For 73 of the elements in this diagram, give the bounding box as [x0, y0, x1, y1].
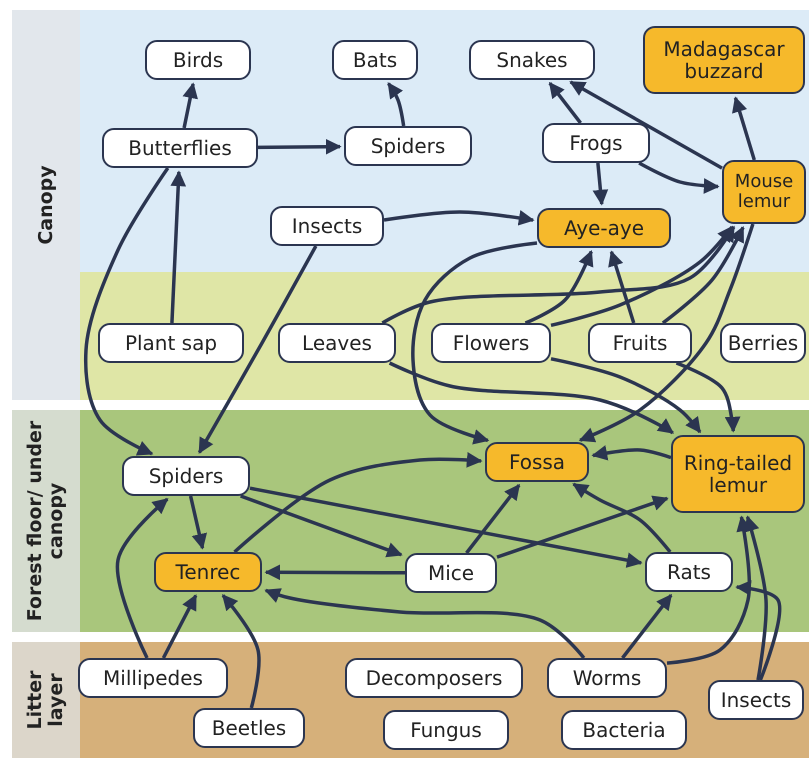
species-box: Frogs: [542, 123, 650, 163]
arrow: [387, 82, 406, 126]
arrow: [592, 162, 608, 206]
species-box: Millipedes: [78, 658, 228, 698]
predator-box: Tenrec: [154, 552, 262, 592]
arrow: [550, 357, 702, 434]
arrow: [550, 226, 734, 328]
species-box: Insects: [708, 680, 804, 720]
species-box: Spiders: [344, 126, 472, 166]
species-box: Butterflies: [102, 128, 258, 168]
arrow: [381, 226, 736, 325]
layer-label: Forest floor/ under canopy: [12, 410, 80, 632]
species-box: Spiders: [122, 456, 250, 496]
species-box: Fungus: [383, 710, 509, 750]
species-box: Leaves: [278, 323, 396, 363]
arrow: [222, 594, 261, 708]
species-box: Flowers: [431, 323, 551, 363]
predator-box: Mouse lemur: [722, 160, 806, 224]
arrow: [591, 445, 672, 461]
layer-label: Litter layer: [12, 642, 80, 758]
predator-box: Ring-tailed lemur: [671, 435, 805, 513]
species-box: Bacteria: [561, 710, 687, 750]
arrow: [524, 250, 594, 325]
layer-label: Canopy: [12, 10, 80, 400]
arrow: [240, 494, 403, 558]
species-box: Mice: [405, 553, 497, 593]
arrow: [496, 496, 669, 559]
arrow: [258, 138, 342, 155]
arrow: [578, 223, 755, 442]
arrow: [744, 515, 768, 680]
arrow: [182, 82, 198, 128]
arrow: [572, 482, 672, 554]
species-box: Beetles: [193, 708, 305, 748]
species-box: Plant sap: [98, 323, 244, 363]
arrow: [548, 82, 582, 124]
species-box: Rats: [645, 552, 733, 592]
arrow: [233, 452, 483, 554]
arrow: [569, 80, 723, 170]
layer-band: [12, 642, 809, 758]
arrow: [666, 515, 752, 665]
species-box: Berries: [720, 323, 806, 363]
arrow: [198, 245, 318, 454]
species-box: Insects: [270, 206, 384, 246]
arrow: [735, 580, 782, 681]
arrow: [162, 594, 198, 659]
arrow: [411, 241, 538, 444]
species-box: Fruits: [588, 323, 692, 363]
arrow: [264, 564, 405, 580]
arrow: [188, 496, 208, 550]
arrow: [732, 96, 756, 160]
predator-box: Madagascar buzzard: [643, 26, 805, 94]
arrow: [621, 594, 672, 660]
arrow: [676, 361, 740, 433]
arrow: [84, 167, 170, 456]
arrow: [388, 361, 674, 434]
arrow: [384, 210, 535, 226]
arrow: [250, 486, 643, 568]
species-box: Birds: [145, 40, 251, 80]
predator-box: Aye-aye: [537, 208, 671, 248]
species-box: Worms: [547, 658, 667, 698]
species-box: Bats: [332, 40, 418, 80]
layer-band: [12, 410, 809, 632]
arrow: [116, 498, 168, 659]
arrow: [608, 250, 636, 324]
species-box: Decomposers: [345, 658, 523, 698]
species-box: Snakes: [469, 40, 595, 80]
layer-band: [12, 10, 809, 400]
arrow: [638, 161, 720, 194]
arrow: [662, 226, 745, 324]
arrow: [170, 170, 186, 324]
arrow: [264, 588, 586, 660]
arrow: [465, 484, 520, 554]
predator-box: Fossa: [485, 442, 589, 482]
